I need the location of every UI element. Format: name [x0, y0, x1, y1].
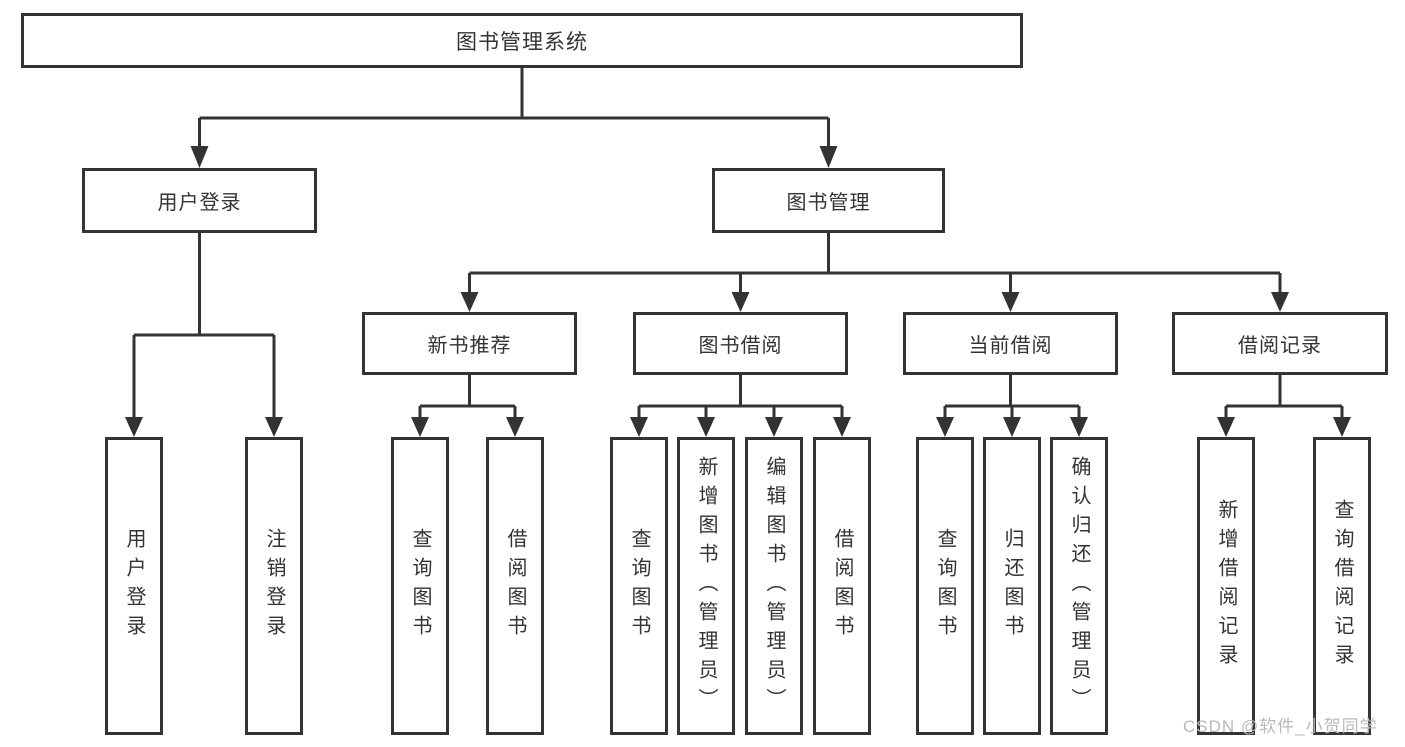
leaf-user-login: 用户登录 — [105, 437, 163, 735]
leaf-query-books-borrowing: 查询图书 — [610, 437, 668, 735]
leaf-query-borrow-record: 查询借阅记录 — [1313, 437, 1371, 735]
csdn-watermark: CSDN @软件_小贺同学 — [1183, 717, 1378, 736]
leaf-edit-books-admin: 编辑图书（管理员） — [745, 437, 803, 735]
leaf-label: 查询借阅记录 — [1331, 499, 1353, 673]
node-user-login: 用户登录 — [82, 168, 317, 233]
leaf-label: 新增图书（管理员） — [695, 455, 717, 717]
leaf-add-borrow-record: 新增借阅记录 — [1197, 437, 1255, 735]
node-new-book-recommendation: 新书推荐 — [362, 312, 577, 375]
leaf-return-books: 归还图书 — [983, 437, 1041, 735]
leaf-query-books-current: 查询图书 — [916, 437, 974, 735]
leaf-label: 确认归还（管理员） — [1068, 455, 1090, 717]
leaf-confirm-return-admin: 确认归还（管理员） — [1050, 437, 1108, 735]
node-library-management-system: 图书管理系统 — [21, 13, 1023, 68]
leaf-label: 新增借阅记录 — [1215, 499, 1237, 673]
leaf-label: 注销登录 — [263, 528, 285, 644]
leaf-label: 借阅图书 — [504, 528, 526, 644]
leaf-label: 归还图书 — [1001, 528, 1023, 644]
leaf-label: 编辑图书（管理员） — [763, 455, 785, 717]
leaf-label: 查询图书 — [409, 528, 431, 644]
node-book-borrowing: 图书借阅 — [633, 312, 848, 375]
node-book-management: 图书管理 — [712, 168, 945, 233]
leaf-label: 查询图书 — [934, 528, 956, 644]
leaf-borrow-books-recommend: 借阅图书 — [486, 437, 544, 735]
leaf-add-books-admin: 新增图书（管理员） — [677, 437, 735, 735]
leaf-query-books-recommend: 查询图书 — [391, 437, 449, 735]
leaf-label: 借阅图书 — [831, 528, 853, 644]
leaf-label: 用户登录 — [123, 528, 145, 644]
node-borrowing-records: 借阅记录 — [1172, 312, 1388, 375]
node-current-borrowing: 当前借阅 — [903, 312, 1118, 375]
leaf-logout: 注销登录 — [245, 437, 303, 735]
leaf-label: 查询图书 — [628, 528, 650, 644]
leaf-borrow-books: 借阅图书 — [813, 437, 871, 735]
